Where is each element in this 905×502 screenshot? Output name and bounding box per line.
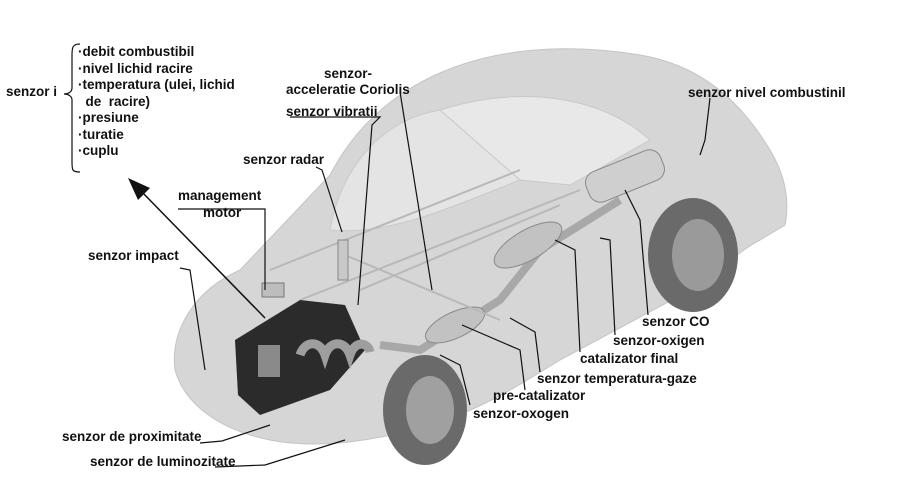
list-item: ·nivel lichid racire	[78, 60, 193, 76]
muffler	[585, 149, 665, 203]
sensor-group-list: ·debit combustibil ·nivel lichid racire …	[78, 44, 235, 160]
label-pre-catalizator: pre-catalizator	[493, 388, 586, 403]
label-impact: senzor impact	[88, 248, 179, 263]
list-item: de racire)	[78, 93, 151, 109]
label-vibratii: senzor vibratii	[286, 104, 378, 119]
chassis-frame	[269, 169, 581, 321]
label-oxogen: senzor-oxogen	[473, 406, 570, 421]
exhaust-pipe	[379, 196, 623, 355]
label-luminozitate: senzor de luminozitate	[90, 454, 236, 469]
list-item: ·cuplu	[78, 143, 119, 158]
sensor-group-label: senzor i	[6, 84, 58, 99]
pre-catalyst	[424, 306, 486, 344]
sensor-list-brace	[63, 43, 81, 173]
ecu-box	[261, 282, 285, 298]
label-co: senzor CO	[642, 314, 710, 329]
leader-lines	[178, 91, 711, 468]
label-temperatura-gaze: senzor temperatura-gaze	[537, 371, 697, 386]
label-coriolis-line1: senzor-	[324, 66, 373, 81]
label-coriolis-line2: acceleratie Coriolis	[286, 82, 410, 97]
final-catalyst	[493, 221, 563, 269]
label-oxigen: senzor-oxigen	[613, 333, 705, 348]
label-management-line1: management	[178, 188, 262, 203]
label-proximitate: senzor de proximitate	[62, 429, 202, 444]
label-catalizator-final: catalizator final	[580, 351, 679, 366]
front-wheel-rim	[406, 376, 454, 444]
car-side-window	[438, 96, 651, 186]
label-management-line2: motor	[203, 205, 242, 220]
label-radar: senzor radar	[243, 152, 325, 167]
list-item: ·presiune	[78, 110, 139, 125]
radar-unit	[337, 239, 349, 281]
list-item: ·temperatura (ulei, lichid	[78, 77, 235, 92]
list-item: ·debit combustibil	[78, 44, 195, 59]
label-nivel-combustibil: senzor nivel combustinil	[688, 85, 846, 100]
engine-manifold	[295, 339, 375, 370]
engine-to-list-arrow-line	[139, 189, 266, 319]
engine-to-list-arrowhead	[128, 178, 150, 200]
list-item: ·turatie	[78, 126, 124, 142]
engine-block	[235, 300, 365, 415]
engine-filter	[258, 345, 280, 377]
rear-wheel-rim	[672, 219, 724, 291]
